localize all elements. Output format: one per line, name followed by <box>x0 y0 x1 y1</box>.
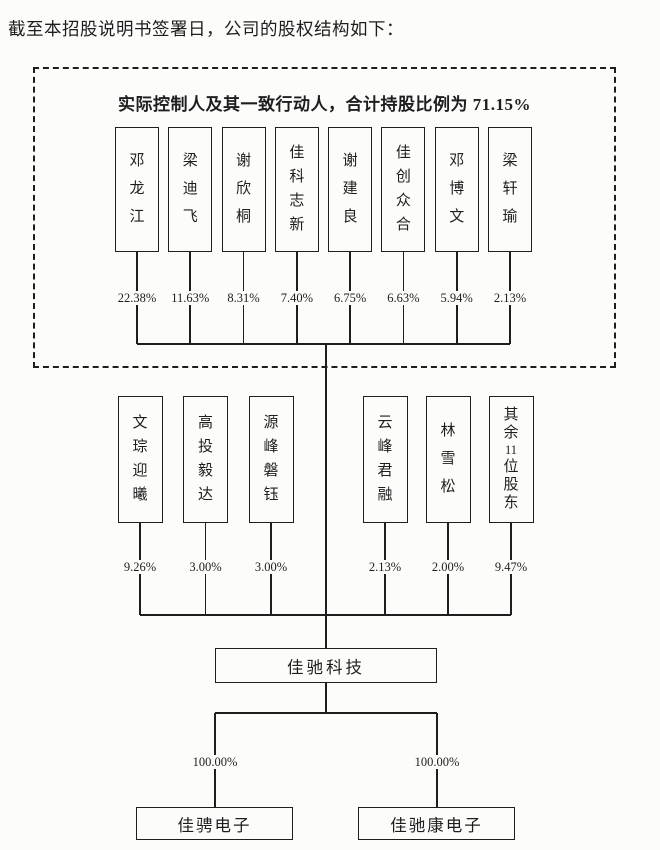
shareholder-name-char: 志 <box>289 193 305 209</box>
shareholder-name-char: 文 <box>132 415 148 431</box>
shareholder-name-char: 建 <box>342 181 358 197</box>
shareholder-box-t2-0: 文琮迎曦 <box>117 396 163 523</box>
shareholder-name-char: 江 <box>129 209 145 225</box>
shareholder-name-char: 轩 <box>502 181 518 197</box>
shareholder-name-char: 投 <box>197 439 213 455</box>
tier2-bus-line <box>140 614 511 616</box>
shareholder-name-char: 源 <box>263 415 279 431</box>
shareholder-name-char: 东 <box>503 494 519 511</box>
shareholder-name-char: 君 <box>377 463 393 479</box>
tier1-bus-line <box>137 343 510 345</box>
shareholding-pct: 3.00% <box>186 560 225 575</box>
shareholder-name-char: 飞 <box>182 209 198 225</box>
shareholding-pct: 9.47% <box>491 560 531 575</box>
shareholder-box-t1-2: 谢欣桐 <box>221 127 266 252</box>
shareholder-name-char: 雪 <box>440 451 456 467</box>
shareholding-pct: 9.26% <box>120 560 160 575</box>
shareholder-name-char: 众 <box>395 193 411 209</box>
shareholder-box-t1-5: 佳创众合 <box>381 127 426 252</box>
shareholder-name-char: 峰 <box>377 439 393 455</box>
shareholder-name-char: 迎 <box>132 463 148 479</box>
shareholder-name-char: 钰 <box>263 487 279 503</box>
shareholder-box-t2-3: 云峰君融 <box>362 396 408 523</box>
shareholder-box-t1-7: 梁轩瑜 <box>488 127 532 252</box>
shareholder-box-t2-4: 林雪松 <box>425 396 471 523</box>
shareholder-name-char: 达 <box>197 487 213 503</box>
shareholder-name-char: 新 <box>289 217 305 233</box>
shareholder-name-char: 邓 <box>449 153 465 169</box>
shareholding-pct: 5.94% <box>437 291 476 306</box>
shareholder-name-char: 合 <box>395 217 411 233</box>
shareholder-box-t1-0: 邓龙江 <box>115 127 159 252</box>
shareholder-name-char: 博 <box>449 181 465 197</box>
shareholding-pct: 3.00% <box>251 560 291 575</box>
shareholding-pct: 6.63% <box>384 291 423 306</box>
shareholder-box-t1-1: 梁迪飞 <box>168 127 213 252</box>
subsidiary-box-right: 佳驰康电子 <box>358 807 515 840</box>
shareholder-name-char: 瑜 <box>502 209 518 225</box>
shareholder-name-char: 松 <box>440 479 456 495</box>
shareholder-box-t2-2: 源峰磐钰 <box>248 396 294 523</box>
controller-group-frame <box>33 67 616 368</box>
company-drop-line <box>325 683 327 714</box>
shareholder-name-char: 高 <box>197 415 213 431</box>
subsidiary-branch-line <box>215 712 437 714</box>
shareholder-name-char: 桐 <box>236 209 252 225</box>
shareholder-name-char: 峰 <box>263 439 279 455</box>
shareholder-box-t2-1: 高投毅达 <box>183 396 228 523</box>
shareholder-name-char: 欣 <box>236 181 252 197</box>
company-box: 佳驰科技 <box>215 648 437 683</box>
shareholder-name-char: 佳 <box>289 145 305 161</box>
shareholder-name-char: 11 <box>504 443 518 458</box>
shareholder-name-char: 谢 <box>342 153 358 169</box>
controller-group-title: 实际控制人及其一致行动人，合计持股比例为 71.15% <box>118 95 531 114</box>
shareholding-pct: 11.63% <box>168 291 213 306</box>
shareholding-pct: 2.13% <box>490 291 530 306</box>
shareholder-name-char: 科 <box>289 169 305 185</box>
shareholding-pct: 7.40% <box>277 291 316 306</box>
shareholder-name-char: 云 <box>377 415 393 431</box>
shareholder-name-char: 梁 <box>502 153 518 169</box>
shareholder-name-char: 良 <box>342 209 358 225</box>
shareholder-name-char: 梁 <box>182 153 198 169</box>
subsidiary-box-left: 佳骋电子 <box>136 807 293 840</box>
shareholder-box-t1-6: 邓博文 <box>434 127 479 252</box>
shareholder-name-char: 谢 <box>236 153 252 169</box>
subsidiary-pct-right: 100.00% <box>411 755 463 770</box>
shareholder-name-char: 文 <box>449 209 465 225</box>
shareholder-name-char: 融 <box>377 487 393 503</box>
central-trunk-line <box>325 344 327 649</box>
intro-text: 截至本招股说明书签署日，公司的股权结构如下： <box>8 19 404 39</box>
shareholder-box-t1-3: 佳科志新 <box>274 127 319 252</box>
shareholder-name-char: 迪 <box>182 181 198 197</box>
shareholder-name-char: 曦 <box>132 487 148 503</box>
shareholding-pct: 2.00% <box>428 560 468 575</box>
shareholder-name-char: 毅 <box>197 463 213 479</box>
shareholder-name-char: 磐 <box>263 463 279 479</box>
shareholder-name-char: 邓 <box>129 153 145 169</box>
shareholding-pct: 2.13% <box>365 560 405 575</box>
shareholder-name-char: 琮 <box>132 439 148 455</box>
shareholder-name-char: 龙 <box>129 181 145 197</box>
subsidiary-pct-left: 100.00% <box>189 755 241 770</box>
shareholder-name-char: 林 <box>440 423 456 439</box>
shareholding-pct: 6.75% <box>330 291 370 306</box>
shareholding-pct: 22.38% <box>114 291 160 306</box>
shareholder-box-t1-4: 谢建良 <box>328 127 373 252</box>
shareholder-name-char: 其 <box>503 407 519 424</box>
shareholder-name-char: 股 <box>503 476 519 493</box>
shareholder-name-char: 创 <box>395 169 411 185</box>
shareholder-name-char: 位 <box>503 458 519 475</box>
shareholder-name-char: 余 <box>503 425 519 442</box>
shareholder-name-char: 佳 <box>395 145 411 161</box>
shareholding-pct: 8.31% <box>224 291 263 306</box>
